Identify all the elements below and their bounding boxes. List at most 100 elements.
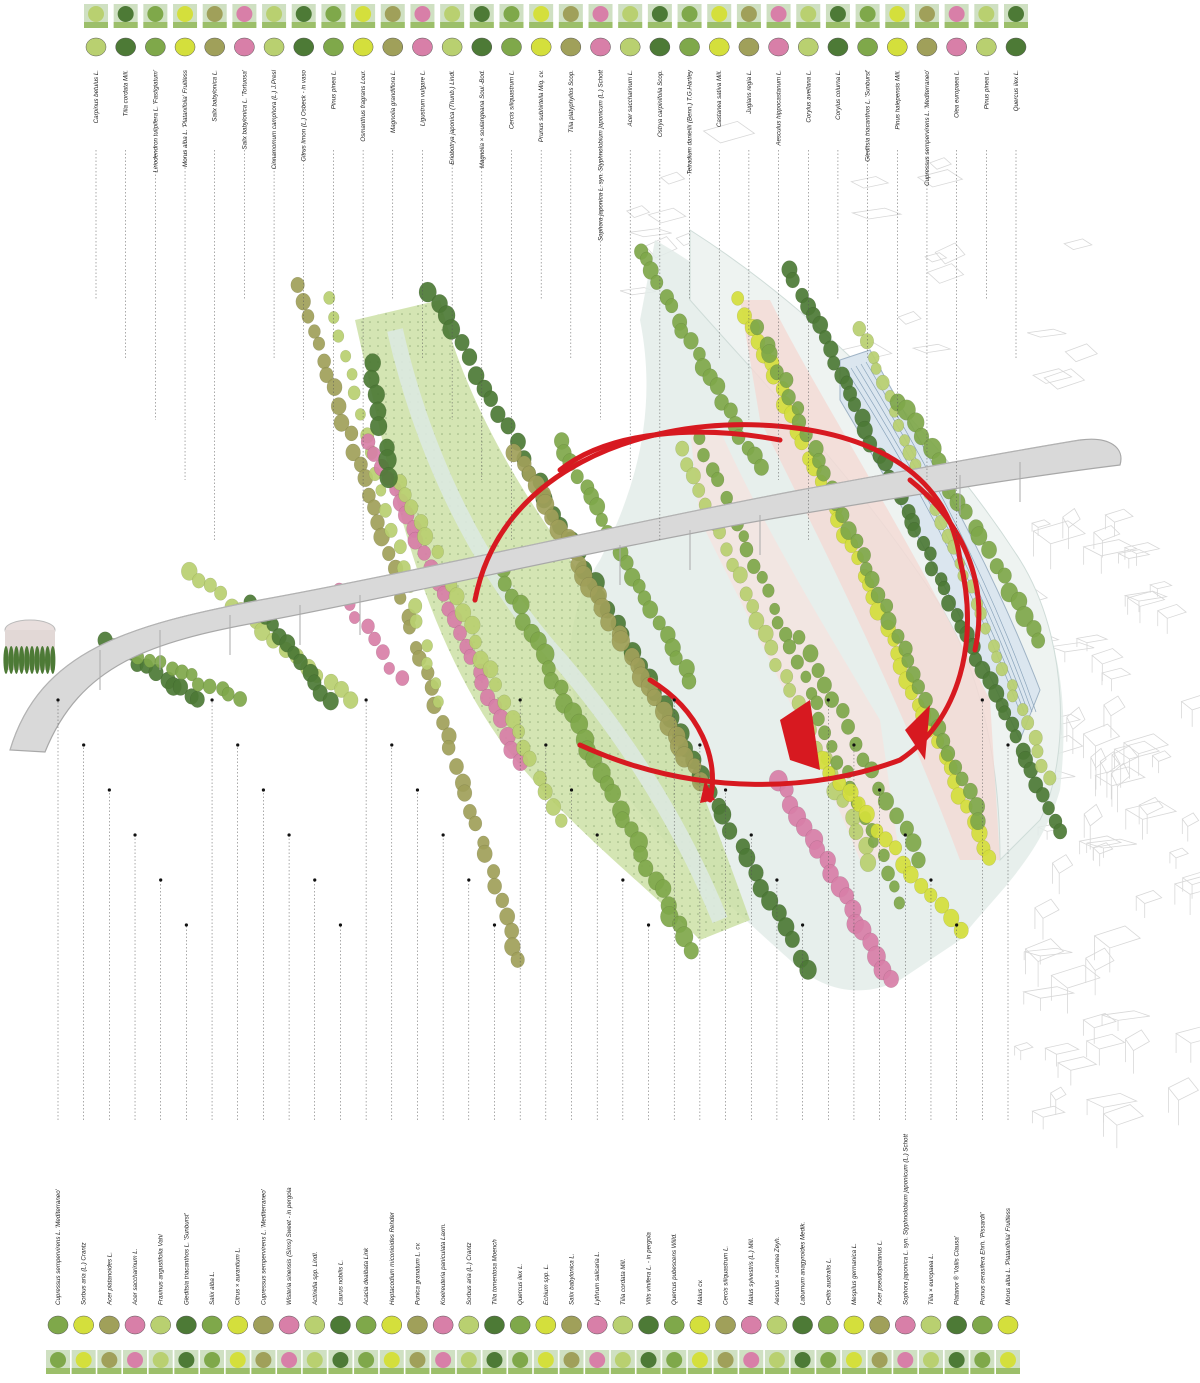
tree-canopy xyxy=(875,374,890,391)
top-species-label: Quercus ilex L. xyxy=(1013,70,1020,111)
tree-canopy xyxy=(665,298,679,314)
bottom-species-canopy-icon xyxy=(972,1315,993,1335)
tree-canopy xyxy=(687,757,702,775)
tree-canopy xyxy=(905,833,922,853)
context-building xyxy=(1082,723,1121,771)
tree-canopy xyxy=(512,594,530,615)
tree-canopy xyxy=(856,547,872,564)
bottom-species-entry: Citrus × aurantium L. xyxy=(225,1247,250,1374)
tree-canopy xyxy=(1006,679,1018,692)
top-species-entry: Quercus ilex L. xyxy=(1004,4,1028,111)
tree-canopy xyxy=(941,594,957,612)
bottom-species-canopy-icon xyxy=(150,1315,171,1335)
bottom-species-label: Sorbus aria (L.) Crantz xyxy=(466,1242,473,1305)
tree-canopy xyxy=(500,417,516,435)
context-building xyxy=(629,228,672,238)
top-species-canopy-icon xyxy=(174,37,196,57)
top-species-photo-tree xyxy=(622,6,639,22)
context-building xyxy=(1063,238,1093,251)
bottom-species-photo-tree xyxy=(1000,1352,1016,1368)
tree-canopy xyxy=(418,281,437,303)
tree-canopy xyxy=(779,371,794,389)
tree-canopy xyxy=(522,750,537,767)
tree-canopy xyxy=(369,416,388,437)
tree-canopy xyxy=(404,499,419,516)
tree-canopy xyxy=(505,443,522,463)
bottom-species-label: Platanor ® 'Vallis Clausa' xyxy=(954,1235,961,1305)
bottom-species-canopy-icon xyxy=(278,1315,300,1335)
top-species-photo-tree xyxy=(88,6,104,22)
top-species-canopy-icon xyxy=(946,37,967,57)
tree-canopy xyxy=(454,603,472,623)
leader-dot xyxy=(364,698,368,702)
tree-canopy xyxy=(981,540,997,559)
top-species-entry: Magnolia × soulangeana Soul.-Bod. xyxy=(469,4,494,168)
context-building xyxy=(1135,890,1163,918)
top-species-canopy-icon xyxy=(590,37,611,57)
bottom-species-canopy-icon xyxy=(715,1315,736,1335)
tree-canopy xyxy=(680,457,694,473)
bottom-species-photo-ground xyxy=(379,1368,404,1374)
top-species-photo-ground xyxy=(410,22,435,28)
top-species-photo-ground xyxy=(588,22,613,28)
bottom-species-label: Fraxinus angustifolia Vahl xyxy=(158,1234,165,1305)
bottom-species-label: Celtis australis L. xyxy=(825,1258,832,1305)
context-building xyxy=(934,242,966,265)
tree-canopy xyxy=(570,469,584,485)
context-building xyxy=(1090,747,1107,790)
bottom-species-entry: Tilia × europaea L. xyxy=(918,1254,943,1374)
top-species-photo-tree xyxy=(918,6,935,22)
tree-canopy xyxy=(771,615,784,630)
bottom-species-canopy-icon xyxy=(766,1315,788,1335)
tree-canopy xyxy=(746,599,760,614)
bottom-species-photo-ground xyxy=(790,1368,815,1374)
top-species-canopy-icon xyxy=(649,37,671,57)
top-species-entry: Cupressus sempervirens L. 'Mediterraneo' xyxy=(914,4,939,186)
top-species-label: Eriobotrya japonica (Thunb.) Lindl. xyxy=(449,70,456,165)
bottom-species-photo-ground xyxy=(970,1368,995,1374)
tree-canopy xyxy=(487,877,503,895)
top-species-photo-ground xyxy=(321,22,346,28)
top-species-photo-tree xyxy=(740,6,757,22)
bottom-species-photo-ground xyxy=(354,1368,379,1374)
top-species-canopy-icon xyxy=(738,37,760,57)
tree-canopy xyxy=(753,458,769,476)
context-building xyxy=(1078,835,1123,861)
top-species-photo-ground xyxy=(707,22,732,28)
tree-canopy xyxy=(1009,729,1022,744)
tree-canopy xyxy=(847,396,862,413)
tree-canopy xyxy=(842,783,859,803)
tree-canopy xyxy=(816,465,831,482)
leader-dot xyxy=(1006,743,1010,747)
tree-canopy xyxy=(637,859,654,878)
tree-canopy xyxy=(398,487,412,503)
route-arc-main xyxy=(472,422,970,787)
bottom-species-photo-ground xyxy=(533,1368,558,1374)
tree-canopy xyxy=(870,362,882,375)
tree-canopy xyxy=(752,878,769,898)
bottom-species-canopy-icon xyxy=(201,1315,223,1335)
tree-canopy xyxy=(328,311,340,324)
tree-canopy xyxy=(823,340,839,359)
top-species-label: Magnolia × soulangeana Soul.-Bod. xyxy=(479,70,486,168)
tree-canopy xyxy=(393,539,407,555)
bottom-species-canopy-icon xyxy=(920,1315,942,1335)
leader-dot xyxy=(955,923,959,927)
context-building xyxy=(1094,766,1146,807)
tree-canopy xyxy=(683,942,699,960)
bottom-species-photo-ground xyxy=(97,1368,122,1374)
tree-canopy xyxy=(841,718,856,735)
tree-canopy xyxy=(467,366,485,386)
top-species-canopy-icon xyxy=(85,37,107,57)
context-building xyxy=(1051,854,1074,895)
tree-canopy xyxy=(889,807,905,825)
tree-canopy xyxy=(675,440,690,457)
tree-canopy xyxy=(859,333,875,350)
tree-canopy xyxy=(333,413,350,432)
bottom-species-photo-ground xyxy=(764,1368,789,1374)
tree-canopy xyxy=(955,771,969,787)
top-species-photo-tree xyxy=(266,6,283,22)
bottom-species-photo-tree xyxy=(229,1352,246,1368)
bottom-species-entry: Malus sylvestris (L.) Mill. xyxy=(739,1238,764,1374)
top-species-entry: Acer saccharinum L. xyxy=(618,4,643,127)
